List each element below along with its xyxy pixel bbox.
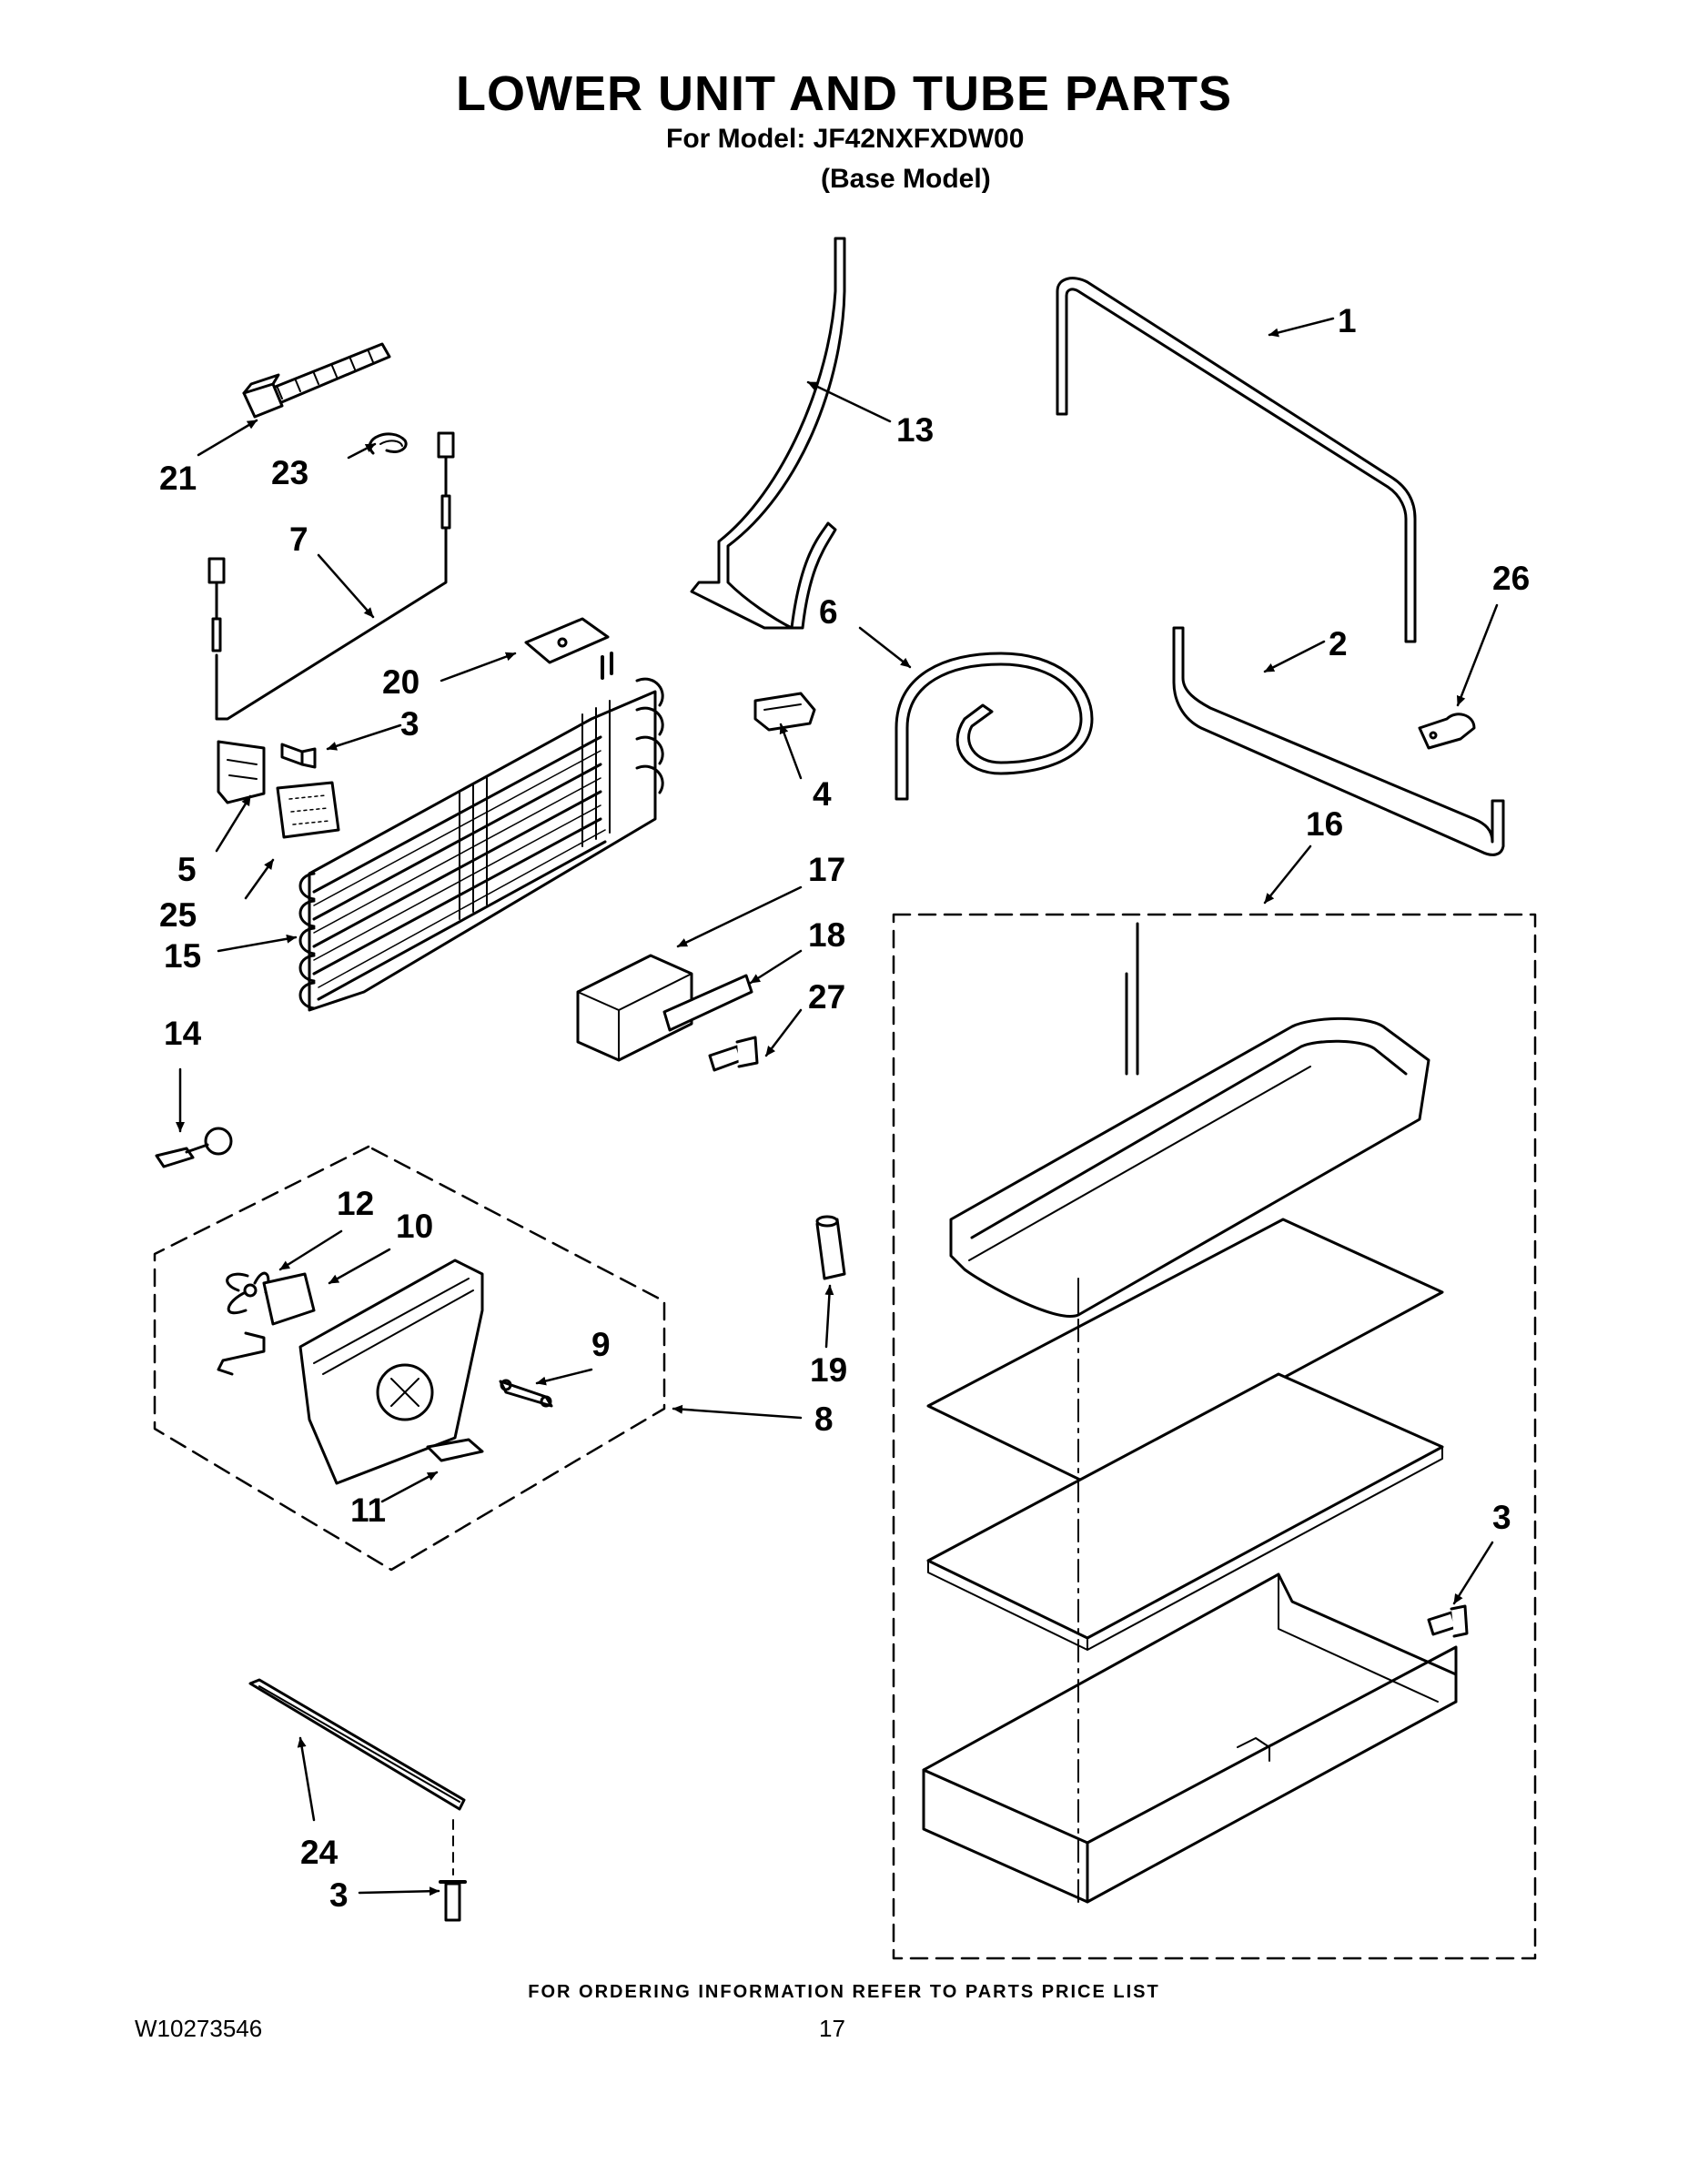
callout-13: 13 bbox=[896, 411, 934, 449]
part-16-upper-tray bbox=[949, 922, 1430, 1318]
document-number: W10273546 bbox=[135, 2015, 263, 2042]
callout-15: 15 bbox=[164, 937, 201, 975]
part-23-clip bbox=[368, 432, 408, 455]
part-8-fan-housing bbox=[298, 1259, 484, 1485]
callout-7: 7 bbox=[289, 521, 308, 558]
part-26-clamp bbox=[1418, 713, 1476, 750]
callout-23: 23 bbox=[271, 454, 308, 491]
part-1-tube bbox=[1056, 277, 1417, 643]
part-3-screw-right bbox=[1427, 1604, 1469, 1638]
part-13-tube bbox=[690, 237, 846, 630]
callout-19: 19 bbox=[810, 1351, 847, 1389]
part-12-fan-blade bbox=[226, 1271, 270, 1315]
part-4-clip bbox=[753, 692, 816, 732]
part-11-clip bbox=[426, 1438, 484, 1462]
callout-16: 16 bbox=[1306, 805, 1343, 843]
callout-3a: 3 bbox=[400, 705, 419, 743]
page-number: 17 bbox=[819, 2015, 845, 2042]
callout-24: 24 bbox=[300, 1834, 339, 1871]
part-25-pad bbox=[276, 781, 340, 839]
callout-25: 25 bbox=[159, 896, 197, 934]
part-27-screw bbox=[708, 1036, 759, 1072]
part-18-cover-plate bbox=[662, 974, 753, 1032]
callout-27: 27 bbox=[808, 978, 845, 1016]
callout-3b: 3 bbox=[329, 1876, 349, 1914]
callout-6: 6 bbox=[819, 593, 838, 631]
ordering-note: FOR ORDERING INFORMATION REFER TO PARTS … bbox=[528, 1982, 1160, 2002]
page-title: LOWER UNIT AND TUBE PARTS bbox=[456, 66, 1232, 121]
part-16-drain-pan-outline bbox=[892, 913, 1537, 1960]
callout-26: 26 bbox=[1492, 560, 1530, 597]
part-15-evaporator bbox=[298, 652, 664, 1012]
callout-5: 5 bbox=[177, 851, 197, 888]
part-7-wire-harness bbox=[207, 431, 455, 721]
part-5-bracket bbox=[217, 740, 266, 804]
part-21-cable-tie bbox=[242, 342, 391, 419]
callout-1: 1 bbox=[1338, 302, 1357, 339]
leader-arrows bbox=[176, 317, 1499, 1896]
callout-20: 20 bbox=[382, 663, 419, 701]
callout-3c: 3 bbox=[1492, 1499, 1511, 1536]
callout-18: 18 bbox=[808, 916, 845, 954]
part-3-screw-lower bbox=[439, 1819, 467, 1922]
part-16-lower-pan bbox=[922, 1572, 1458, 1904]
callout-12: 12 bbox=[337, 1185, 374, 1222]
callout-11: 11 bbox=[350, 1491, 386, 1529]
callout-2: 2 bbox=[1329, 625, 1348, 662]
part-16-insulation-sheet-lower bbox=[926, 1372, 1444, 1651]
part-14-sensor bbox=[155, 1127, 233, 1168]
part-19-spacer bbox=[815, 1215, 846, 1280]
part-24-trim-strip bbox=[248, 1678, 466, 1811]
callout-17: 17 bbox=[808, 851, 845, 888]
part-3-screw-upper bbox=[280, 743, 317, 769]
part-8-fan-assembly-outline bbox=[153, 1145, 666, 1572]
part-9-bracket bbox=[499, 1379, 553, 1408]
part-10-fan-motor bbox=[217, 1272, 316, 1376]
part-6-coiled-tube bbox=[895, 652, 1094, 801]
callout-9: 9 bbox=[591, 1326, 611, 1363]
base-model-label: (Base Model) bbox=[821, 164, 991, 194]
callout-21: 21 bbox=[159, 460, 197, 497]
callout-4: 4 bbox=[813, 775, 832, 813]
part-17-bracket bbox=[576, 954, 693, 1062]
callout-8: 8 bbox=[814, 1400, 834, 1438]
callout-labels: 1 2 3 4 5 6 7 8 9 10 11 12 13 14 15 16 1… bbox=[159, 302, 1530, 1914]
callout-10: 10 bbox=[396, 1208, 433, 1245]
callout-14: 14 bbox=[164, 1015, 202, 1052]
part-20-pad bbox=[524, 617, 610, 664]
model-number: For Model: JF42NXFXDW00 bbox=[666, 124, 1025, 154]
part-2-tube bbox=[1172, 626, 1505, 856]
part-16-insulation-sheet-upper bbox=[926, 1218, 1444, 1485]
